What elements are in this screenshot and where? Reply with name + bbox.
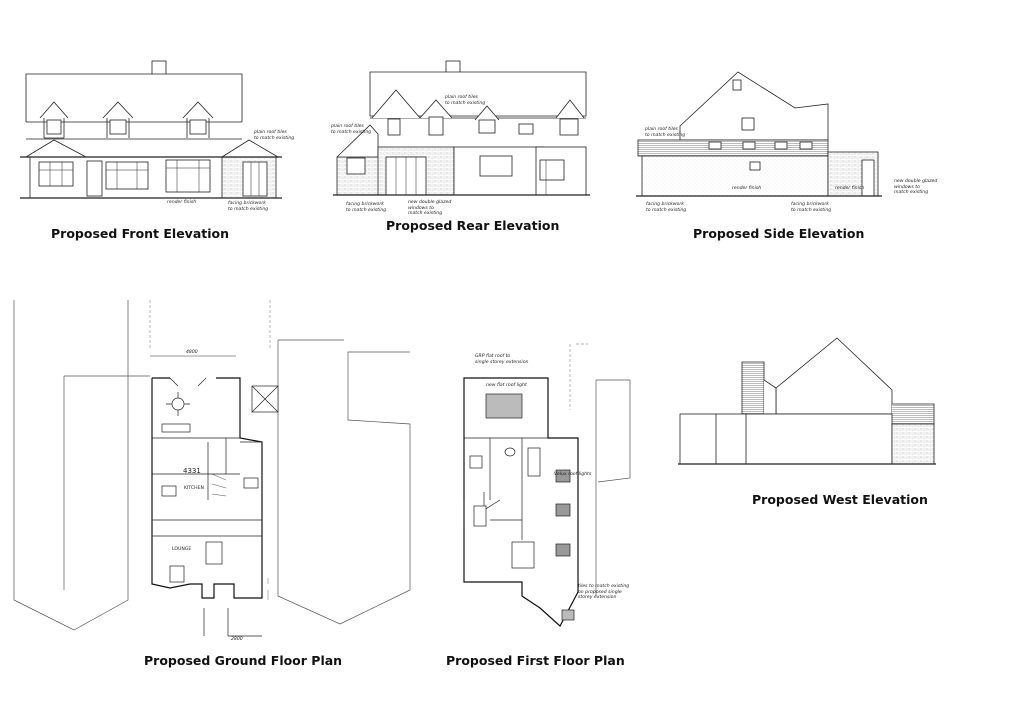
west-wall bbox=[679, 413, 893, 465]
sofa bbox=[205, 541, 223, 565]
front-dormer-window bbox=[46, 119, 62, 135]
west-extension-wall bbox=[891, 423, 935, 465]
bay bbox=[169, 565, 185, 583]
first-ext-rooflight bbox=[561, 609, 575, 621]
first-floor-plan bbox=[463, 343, 631, 627]
title-rear-elevation: Proposed Rear Elevation bbox=[386, 218, 560, 233]
side-gable-window bbox=[741, 117, 755, 131]
rear-window-ground bbox=[479, 155, 513, 177]
west-right-tiles bbox=[892, 403, 935, 425]
front-dormer-window bbox=[109, 119, 127, 135]
front-roof bbox=[25, 73, 243, 122]
front-dormer-window bbox=[189, 119, 207, 135]
side-render-wall bbox=[641, 155, 829, 197]
rear-gables bbox=[371, 89, 453, 119]
ground-dim-bottom: 2800 bbox=[231, 637, 243, 642]
rear-brick-note: facing brickwork to match existing bbox=[346, 202, 387, 213]
neighbour-left bbox=[13, 300, 129, 631]
first-tiles-note: tiles to match existing on proposed sing… bbox=[578, 584, 630, 601]
rear-dormer bbox=[474, 105, 500, 121]
ground-stairs bbox=[211, 473, 227, 497]
front-render-note: render finish bbox=[167, 200, 197, 205]
rear-window-upper-1 bbox=[387, 118, 401, 136]
front-window-2 bbox=[105, 161, 149, 190]
ground-kitchen-label: KITCHEN bbox=[184, 486, 204, 491]
ground-dim-top: 4800 bbox=[186, 350, 198, 355]
front-door bbox=[86, 160, 103, 197]
side-windows-note: new double glazed windows to match exist… bbox=[894, 179, 938, 196]
front-bay-roof-right bbox=[220, 139, 280, 158]
rear-roof-note-left: plain roof tiles to match existing bbox=[331, 124, 372, 135]
west-elevation bbox=[678, 337, 936, 465]
front-roof-note: plain roof tiles to match existing bbox=[254, 130, 295, 141]
west-side-tiles bbox=[741, 361, 765, 415]
side-roof-note: plain roof tiles to match existing bbox=[645, 127, 686, 138]
neighbour-right bbox=[277, 339, 411, 625]
front-bay-window bbox=[38, 161, 74, 187]
rear-roof-note-mid: plain roof tiles to match existing bbox=[445, 95, 486, 106]
front-window-3 bbox=[165, 159, 211, 193]
front-dormer-3 bbox=[182, 101, 214, 138]
front-bay-roof-left bbox=[24, 139, 87, 158]
first-shower bbox=[469, 455, 483, 469]
front-brick-note: facing brickwork to match existing bbox=[228, 201, 269, 212]
first-rooflight-note: new flat roof light bbox=[486, 383, 527, 388]
title-first-floor-plan: Proposed First Floor Plan bbox=[446, 653, 625, 668]
title-front-elevation: Proposed Front Elevation bbox=[51, 226, 230, 241]
rear-garage-window bbox=[539, 159, 565, 181]
dining-table bbox=[171, 397, 185, 411]
side-tiled-roof bbox=[637, 139, 829, 157]
front-elevation bbox=[20, 60, 282, 199]
first-bed bbox=[511, 541, 535, 569]
rear-dormer-2 bbox=[555, 99, 585, 119]
side-brick-note-right: facing brickwork to match existing bbox=[791, 202, 832, 213]
ground-lounge-label: LOUNGE bbox=[172, 547, 192, 552]
side-render-note-left: render finish bbox=[732, 186, 762, 191]
ground-dim-mid: 4331 bbox=[183, 467, 201, 475]
first-bath bbox=[527, 447, 541, 477]
wc bbox=[243, 477, 259, 489]
rear-extension-window bbox=[346, 157, 366, 175]
kitchen-unit bbox=[161, 423, 191, 433]
side-elevation bbox=[636, 71, 882, 197]
kitchen-hob bbox=[161, 485, 177, 497]
velux-1 bbox=[555, 469, 571, 483]
title-ground-floor-plan: Proposed Ground Floor Plan bbox=[144, 653, 343, 668]
title-side-elevation: Proposed Side Elevation bbox=[693, 226, 865, 241]
rear-window-mid bbox=[518, 123, 534, 135]
velux-3 bbox=[555, 543, 571, 557]
rear-window-upper-2 bbox=[428, 116, 444, 136]
first-basin bbox=[504, 447, 516, 457]
first-landing bbox=[473, 505, 487, 527]
velux-2 bbox=[555, 503, 571, 517]
rear-extension-roof bbox=[336, 124, 379, 158]
front-garage-door bbox=[242, 161, 268, 197]
ground-floor-plan bbox=[13, 300, 411, 637]
rear-roof bbox=[369, 71, 587, 117]
west-gable bbox=[775, 337, 893, 415]
first-grp-note: GRP flat roof to single storey extension bbox=[475, 354, 529, 365]
front-dormer-2 bbox=[102, 101, 134, 138]
first-flat-rooflight bbox=[485, 393, 523, 419]
side-brick-note-left: facing brickwork to match existing bbox=[646, 202, 687, 213]
ground-external-walls bbox=[151, 377, 263, 599]
first-external-walls bbox=[463, 377, 579, 627]
rear-elevation bbox=[333, 60, 590, 196]
title-west-elevation: Proposed West Elevation bbox=[752, 492, 928, 507]
front-dormer-1 bbox=[39, 101, 69, 139]
first-velux-note: Velux roof lights bbox=[554, 472, 592, 477]
side-render-note-right: render finish bbox=[835, 186, 865, 191]
rear-windows-note: new double glazed windows to match exist… bbox=[408, 200, 452, 217]
